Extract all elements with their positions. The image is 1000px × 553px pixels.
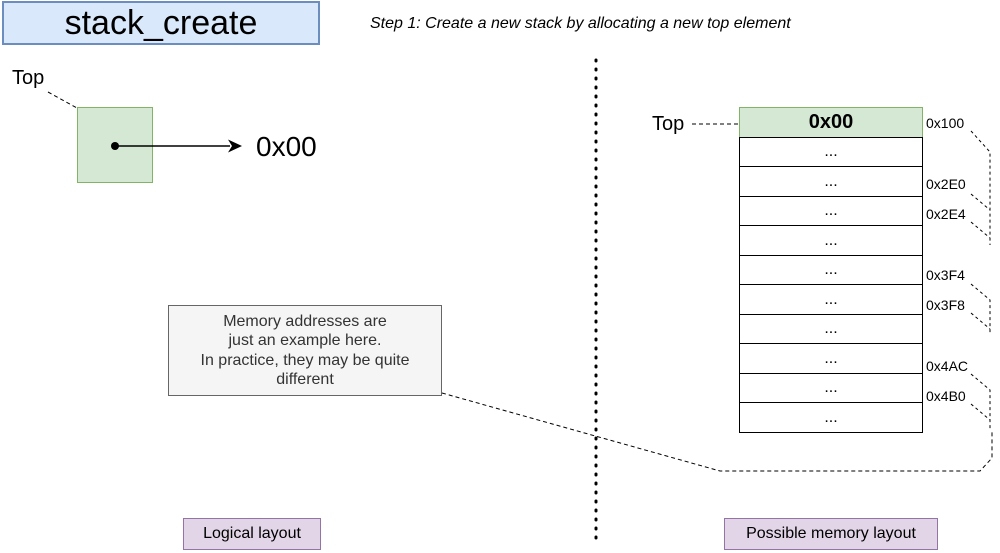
address-connector	[970, 403, 991, 421]
logical-top-connector	[47, 91, 78, 109]
address-label: 0x2E4	[926, 206, 966, 222]
memory-cell: ...	[739, 136, 923, 168]
memory-layout-label: Possible memory layout	[724, 518, 938, 550]
memory-cell: ...	[739, 402, 923, 433]
memory-cell: ...	[739, 195, 923, 227]
address-label: 0x100	[926, 115, 965, 131]
memory-cell-top: 0x00	[739, 107, 923, 138]
pointer-arrowhead	[228, 139, 242, 153]
address-connector	[970, 193, 991, 211]
memory-cell: ...	[739, 313, 923, 345]
address-connector	[970, 283, 991, 335]
step-description: Step 1: Create a new stack by allocating…	[370, 15, 791, 32]
memory-table: 0x00 ... ... ... ... ... ... ... ... ...…	[739, 107, 923, 433]
address-label: 0x4AC	[926, 358, 969, 374]
logical-top-label: Top	[12, 67, 45, 89]
diagram-title: stack_create	[2, 1, 320, 45]
address-label: 0x4B0	[926, 388, 966, 404]
memory-cell: ...	[739, 166, 923, 197]
note-line: In practice, they may be quite	[200, 351, 410, 369]
memory-top-label: Top	[652, 113, 685, 135]
memory-cell: ...	[739, 343, 923, 374]
address-connector	[970, 221, 991, 239]
note-line: just an example here.	[228, 332, 382, 350]
memory-address-note: Memory addresses are just an example her…	[168, 305, 442, 396]
memory-cell: ...	[739, 225, 923, 256]
address-connector	[970, 130, 991, 245]
logical-layout-label: Logical layout	[183, 518, 321, 550]
memory-cell: ...	[739, 284, 923, 315]
address-label: 0x3F8	[926, 297, 965, 313]
memory-cell: ...	[739, 254, 923, 286]
note-line: Memory addresses are	[223, 313, 387, 331]
address-label: 0x2E0	[926, 176, 966, 192]
address-label: 0x3F4	[926, 267, 965, 283]
pointer-target-value: 0x00	[256, 131, 317, 162]
memory-cell: ...	[739, 372, 923, 404]
note-line: different	[276, 370, 334, 388]
address-connector	[970, 373, 991, 430]
address-connector	[970, 312, 991, 330]
note-connector	[441, 392, 993, 472]
